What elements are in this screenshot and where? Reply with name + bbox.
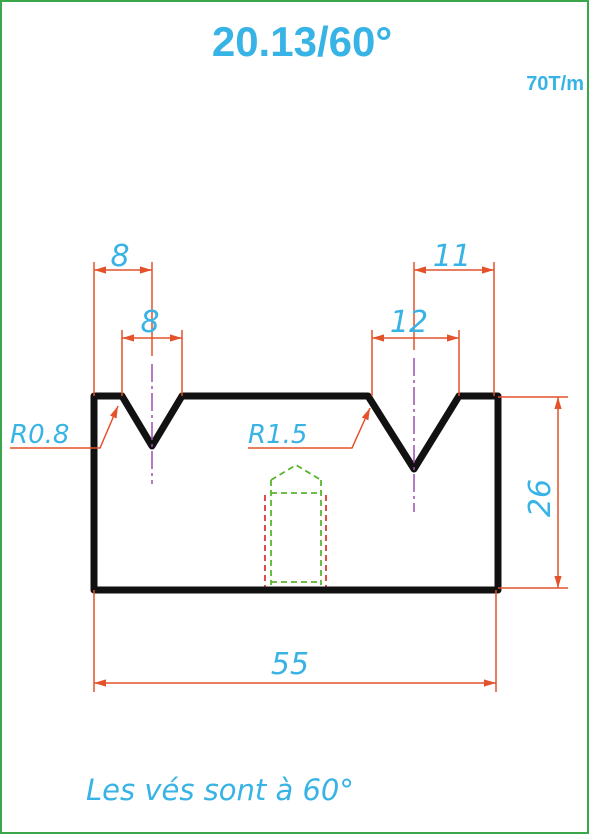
dim-right-radius: R1.5 [248, 420, 307, 450]
dim-left-offset: 8 [110, 239, 129, 274]
capacity-label: 70T/m [526, 73, 584, 95]
page-title: 20.13/60° [212, 18, 392, 65]
hidden-bore [264, 463, 327, 588]
dim-left-radius: R0.8 [10, 420, 69, 450]
dimension-lines [10, 262, 568, 692]
dim-right-offset: 11 [433, 239, 471, 274]
dim-left-opening: 8 [140, 305, 159, 340]
die-profile [90, 392, 502, 594]
dim-height: 26 [523, 479, 558, 517]
dim-right-opening: 12 [390, 305, 428, 340]
v-angle-note: Les vés sont à 60° [86, 773, 354, 807]
dim-width: 55 [271, 647, 309, 682]
